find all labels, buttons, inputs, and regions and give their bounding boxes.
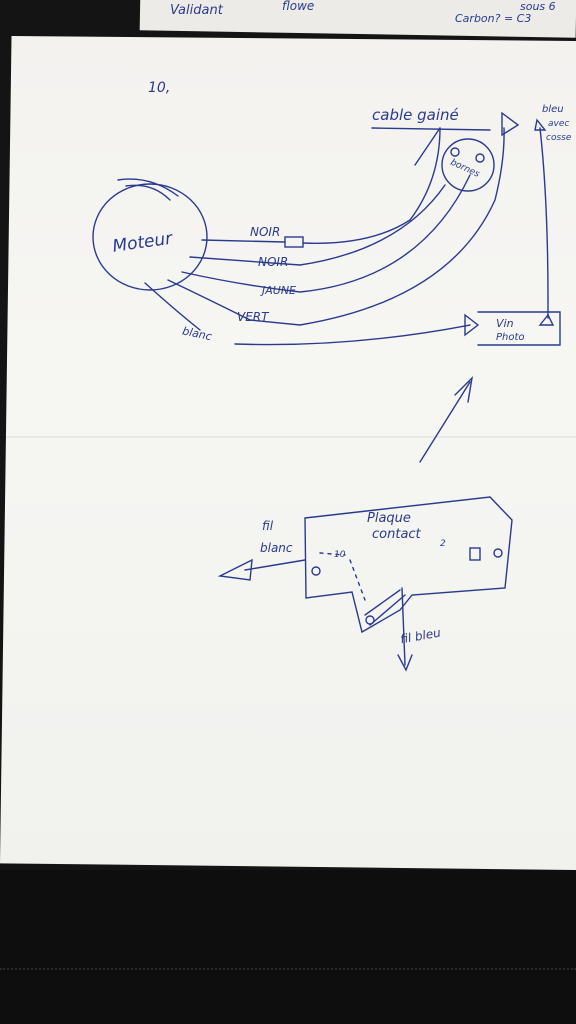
- label-bleu-2: avec: [548, 119, 569, 129]
- fil-bleu-arrowhead: [397, 654, 413, 672]
- wire-blanc: [144, 282, 471, 346]
- bornes-screw-2: [475, 153, 485, 163]
- label-fil-blanc-2: blanc: [260, 541, 293, 555]
- paper-sheet: [0, 36, 576, 870]
- plaque-hole-1: [311, 566, 321, 576]
- label-wire-noir-2: NOIR: [258, 255, 288, 269]
- motor-swirl-2: [125, 184, 171, 201]
- label-bornes: bornes: [449, 158, 481, 180]
- motor-swirl: [117, 178, 179, 197]
- wire-vert: [167, 127, 505, 326]
- label-fil-bleu: fil bleu: [399, 625, 442, 646]
- label-mark-2: 2: [440, 539, 446, 549]
- pointer-arrowhead: [454, 375, 474, 403]
- label-motor: Moteur: [111, 228, 174, 256]
- cable-underline: [371, 127, 491, 131]
- wire-jaune: [181, 174, 471, 293]
- top-note-right-1: sous 6: [520, 0, 556, 13]
- paper-fold-line: [0, 436, 576, 438]
- label-photo-2: Photo: [496, 332, 525, 343]
- photo-arrowhead-2: [538, 313, 555, 326]
- label-bleu-3: cosse: [546, 133, 572, 143]
- connector-box: [284, 236, 304, 248]
- label-photo-1: Vin: [496, 317, 514, 330]
- page-number: 10,: [148, 80, 170, 96]
- plaque-hatch: [364, 589, 406, 626]
- plaque-shape: [304, 496, 513, 634]
- label-wire-noir-1: NOIR: [250, 225, 280, 239]
- top-note-left: Validant: [170, 3, 224, 18]
- plaque-terminal: [469, 547, 481, 561]
- label-wire-vert: VERT: [237, 310, 270, 324]
- bornes-screw-1: [450, 147, 460, 157]
- plaque-dashes: [319, 552, 366, 601]
- photo-box: [477, 311, 561, 346]
- cable-arrow-line: [414, 127, 441, 166]
- label-fil-blanc-1: fil: [262, 519, 274, 533]
- fabric-seam: [0, 968, 576, 972]
- top-note-right-2: Carbon? = C3: [455, 12, 531, 25]
- plaque-hole-2: [493, 548, 503, 558]
- fil-blanc-line: [244, 559, 306, 571]
- label-wire-jaune: JAUNE: [260, 284, 296, 297]
- bleu-wire: [539, 127, 549, 319]
- motor-circle: [92, 183, 208, 291]
- bornes-circle: [441, 138, 495, 192]
- dark-fabric: [0, 870, 576, 1024]
- bleu-arrowhead: [534, 118, 547, 131]
- photo-arrowhead: [464, 313, 480, 337]
- fil-bleu-line: [401, 587, 406, 666]
- plaque-hole-3: [365, 615, 375, 625]
- label-plaque-2: contact: [372, 527, 422, 542]
- fil-blanc-arrowhead: [217, 558, 253, 581]
- label-bleu-1: bleu: [542, 104, 564, 115]
- label-mark-10: 10: [334, 550, 346, 560]
- cable-arrow-head: [501, 111, 520, 137]
- pointer-arrow: [419, 381, 471, 463]
- top-note-mid: flowe: [282, 0, 314, 13]
- label-plaque-1: Plaque: [367, 511, 411, 526]
- label-wire-blanc: blanc: [181, 324, 213, 343]
- wire-noir-1: [201, 127, 441, 245]
- label-cable: cable gainé: [372, 106, 459, 124]
- wire-noir-2: [189, 184, 446, 266]
